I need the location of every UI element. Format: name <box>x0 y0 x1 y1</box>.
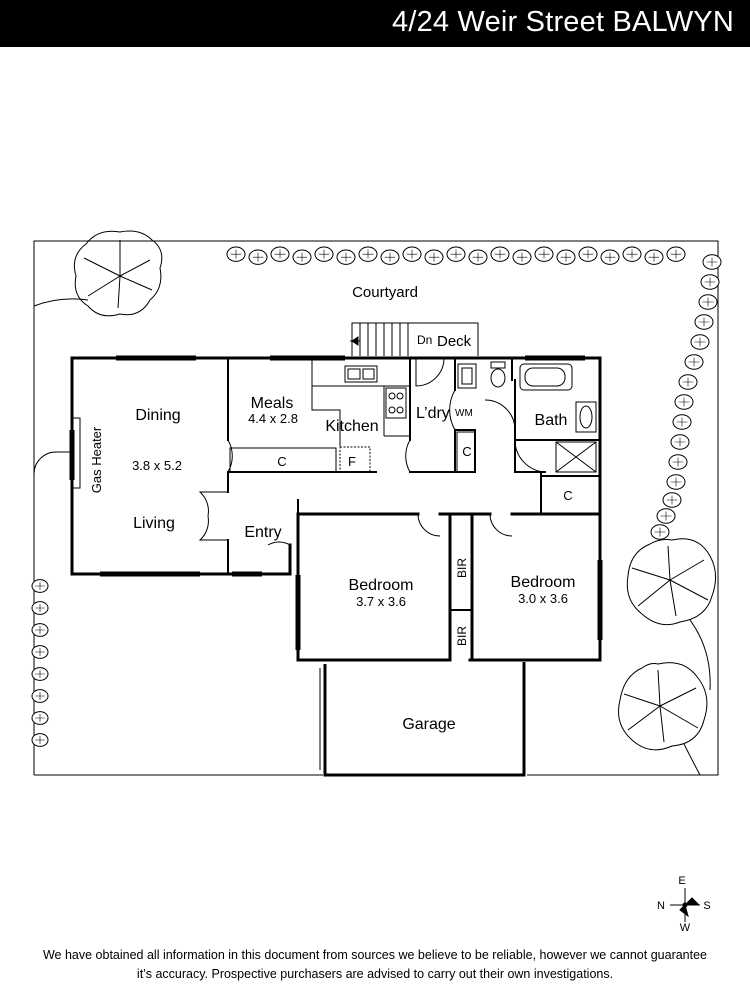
compass-n: N <box>657 900 665 912</box>
label-bedroom-1-dim: 3.7 x 3.6 <box>356 594 406 609</box>
tree-top-left <box>33 230 163 317</box>
label-fridge: F <box>348 454 356 469</box>
property-address-title: 4/24 Weir Street BALWYN <box>392 6 734 38</box>
compass-e: E <box>678 875 685 887</box>
header-bar: 4/24 Weir Street BALWYN <box>0 0 750 47</box>
hedge-shrubs <box>31 246 722 747</box>
label-bedroom-2: Bedroom <box>511 574 576 591</box>
disclaimer-line-2: it’s accuracy. Prospective purchasers ar… <box>136 967 614 981</box>
bath-fittings <box>456 361 597 473</box>
label-cupboard-meals: C <box>277 454 286 469</box>
disclaimer-line-1: We have obtained all information in this… <box>42 948 708 962</box>
compass-w: W <box>680 922 691 934</box>
doors <box>33 357 546 546</box>
label-cupboard-laundry: C <box>462 444 471 459</box>
label-dining-dim: 3.8 x 5.2 <box>132 458 182 473</box>
label-living: Living <box>133 515 175 532</box>
kitchen-fittings <box>229 358 410 473</box>
deck <box>350 322 479 356</box>
label-wm: WM <box>455 408 473 419</box>
label-cupboard-hall: C <box>563 488 572 503</box>
tree-right-upper <box>626 538 716 691</box>
label-bir-2: BIR <box>455 626 469 646</box>
label-meals-dim: 4.4 x 2.8 <box>248 411 298 426</box>
compass-s: S <box>703 900 710 912</box>
label-gas-heater: Gas Heater <box>89 426 104 493</box>
label-bedroom-2-dim: 3.0 x 3.6 <box>518 591 568 606</box>
house-walls <box>70 356 602 662</box>
label-bir-1: BIR <box>455 558 469 578</box>
label-courtyard: Courtyard <box>352 284 418 301</box>
lot-boundary <box>33 240 719 776</box>
tree-right-lower <box>618 662 708 776</box>
disclaimer: We have obtained all information in this… <box>0 946 750 984</box>
label-bath: Bath <box>535 412 568 429</box>
label-kitchen: Kitchen <box>325 418 378 435</box>
garage <box>319 662 526 777</box>
windows <box>69 355 603 650</box>
label-entry: Entry <box>244 524 281 541</box>
label-garage: Garage <box>402 716 455 733</box>
label-bedroom-1: Bedroom <box>349 577 414 594</box>
label-laundry: L’dry <box>416 405 450 422</box>
label-deck: Deck <box>437 333 472 350</box>
label-dn: Dn <box>417 333 432 347</box>
compass-icon <box>670 888 701 922</box>
label-meals: Meals <box>251 395 294 412</box>
label-dining: Dining <box>135 407 180 424</box>
